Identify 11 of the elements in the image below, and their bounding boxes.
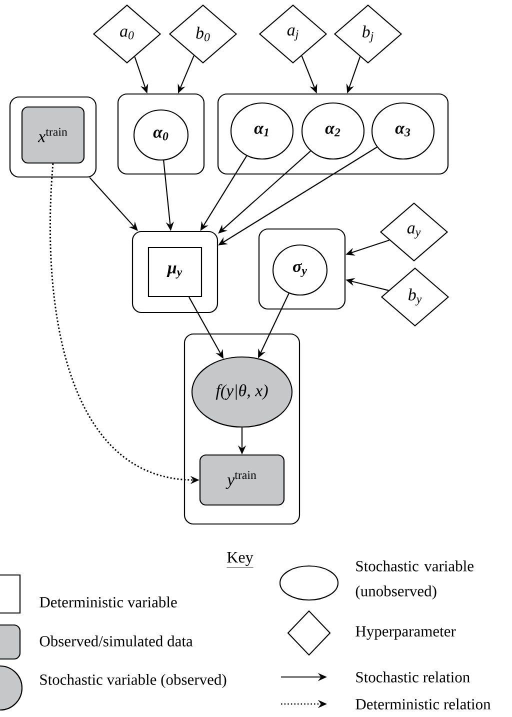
data-box: x$^{train}$: [21, 106, 85, 164]
key-title: Key: [226, 552, 254, 568]
legend-label: Deterministic variable: [40, 596, 177, 608]
legend-label: Stochastic variable (unobserved): [356, 560, 474, 600]
legend-label: Stochastic relation: [356, 672, 470, 682]
data-box: y$^{train}$: [199, 454, 285, 506]
legend-label: Stochastic variable (observed): [40, 674, 226, 688]
deterministic-box: μ$_{y}$: [148, 246, 202, 298]
legend-label: Observed/simulated data: [40, 636, 193, 646]
legend-label: Deterministic relation: [356, 698, 491, 710]
legend-label: Hyperparameter: [356, 626, 456, 640]
